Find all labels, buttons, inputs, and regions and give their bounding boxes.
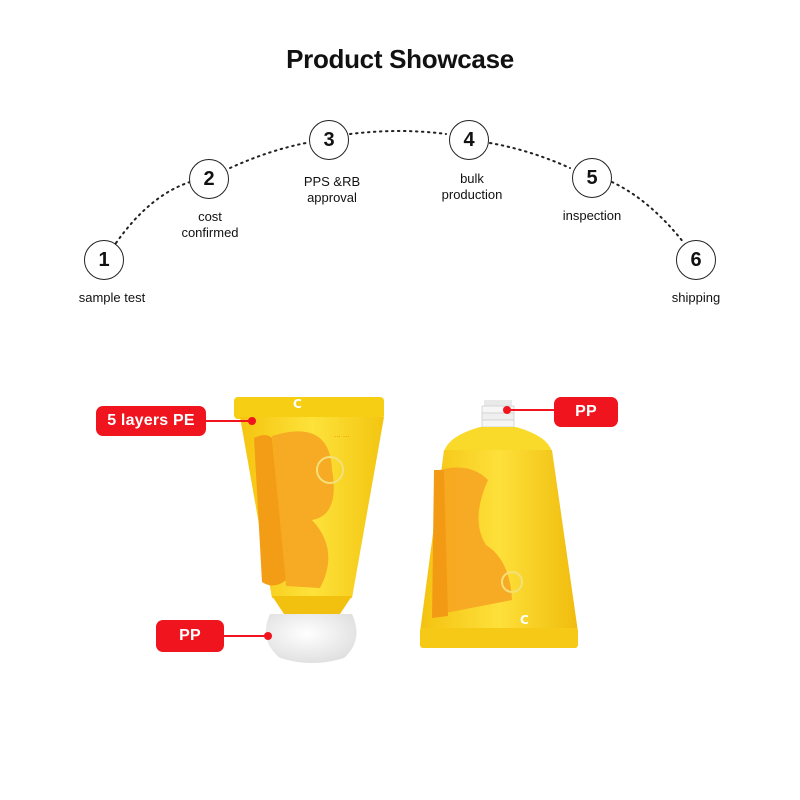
step-6-circle: 6 <box>676 240 716 280</box>
step-4-label: bulk production <box>430 171 514 203</box>
cap-left-pp-marker <box>264 632 272 640</box>
step-2-label-line1: cost <box>198 209 222 224</box>
step-3-label: PPS &RB approval <box>290 174 374 206</box>
step-4-label-line1: bulk <box>460 171 484 186</box>
step-5-label: inspection <box>562 208 622 223</box>
step-2-label-line2: confirmed <box>181 225 239 240</box>
step-5-circle: 5 <box>572 158 612 198</box>
step-3-label-line1: PPS &RB <box>303 174 361 189</box>
step-2-circle: 2 <box>189 159 229 199</box>
page-title: Product Showcase <box>286 44 514 74</box>
step-3-label-line2: approval <box>307 190 357 205</box>
svg-text:··· ···: ··· ··· <box>334 433 350 441</box>
step-1-circle: 1 <box>84 240 124 280</box>
step-4-label-line2: production <box>441 187 503 202</box>
layers-pe-leader <box>206 420 252 422</box>
step-1-label: sample test <box>78 290 146 305</box>
layers-pe-callout: 5 layers PE <box>96 406 206 436</box>
step-6-label: shipping <box>671 290 721 305</box>
svg-text:C: C <box>293 397 302 411</box>
step-2-label: cost confirmed <box>170 209 250 241</box>
cap-right-pp-leader <box>510 409 554 411</box>
layers-pe-marker <box>248 417 256 425</box>
cap-left-pp-leader <box>224 635 268 637</box>
step-3-circle: 3 <box>309 120 349 160</box>
cap-left-pp-callout: PP <box>156 620 224 652</box>
svg-text:C: C <box>520 613 529 627</box>
cap-right-pp-marker <box>503 406 511 414</box>
cap-right-pp-callout: PP <box>554 397 618 427</box>
step-4-circle: 4 <box>449 120 489 160</box>
